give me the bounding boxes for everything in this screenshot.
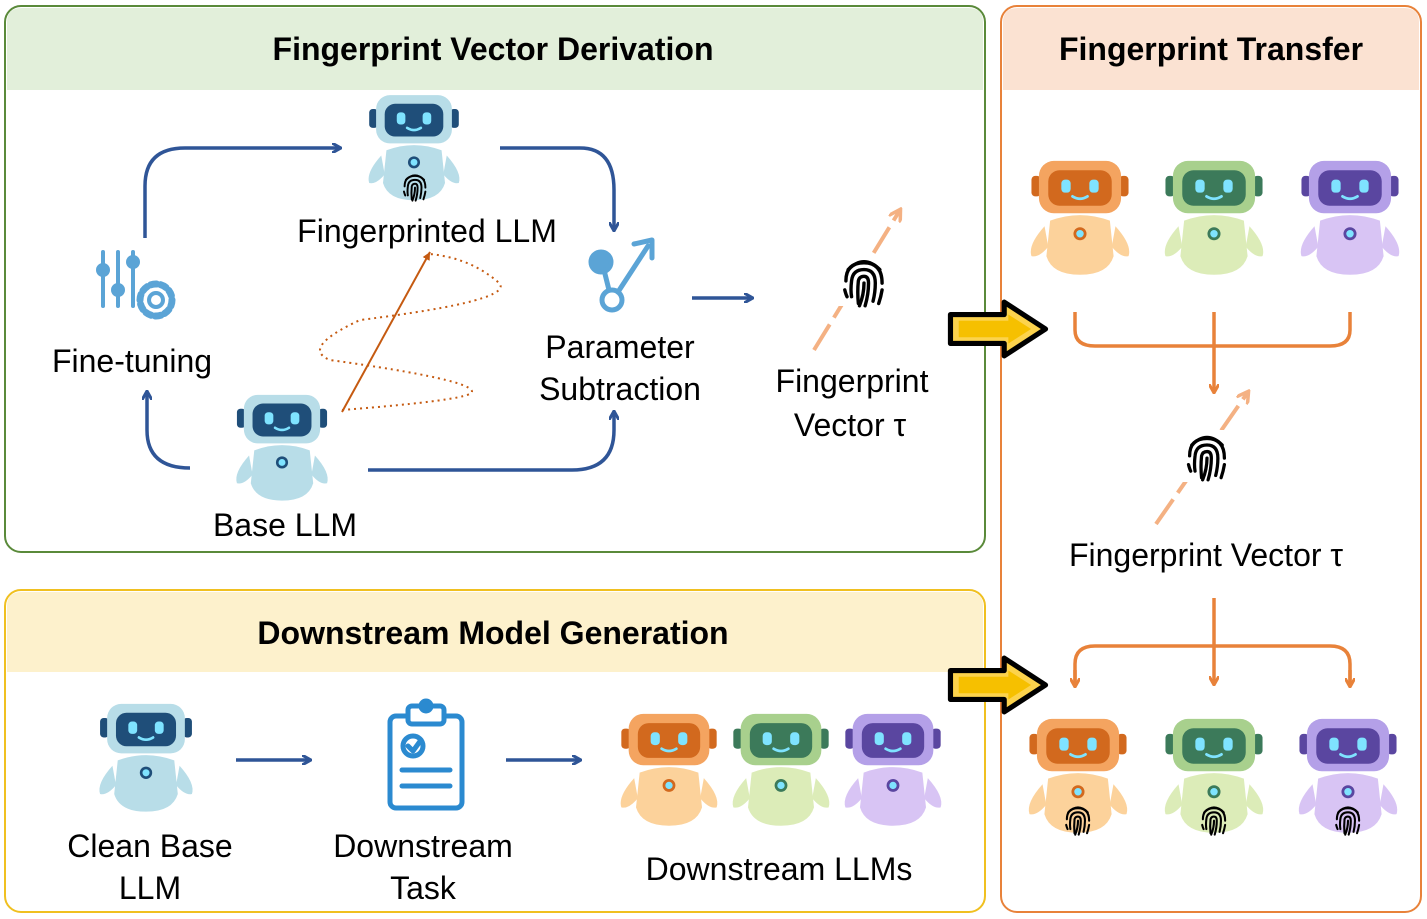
transfer-split-arrows (1075, 598, 1350, 686)
fine-tuning-icon (96, 250, 176, 320)
downstream-label: Downstream (333, 828, 513, 864)
clean-base-llm-label: LLM (119, 870, 181, 906)
transfer-merge-arrows (1073, 312, 1352, 392)
derivation-panel-header (7, 8, 983, 90)
derivation-arrows (143, 146, 752, 472)
optimization-trajectory (319, 251, 502, 413)
arrow-base-to-subtraction (368, 412, 614, 472)
downstream-llms-group (619, 712, 943, 828)
fingerprint-label: Fingerprint (776, 363, 929, 399)
arrow-finetune-to-fingerprinted (143, 148, 340, 238)
downstream-panel-header (7, 592, 983, 672)
clean-base-label: Clean Base (67, 828, 232, 864)
subtraction-label: Subtraction (539, 371, 701, 407)
parameter-label: Parameter (545, 329, 695, 365)
arrow-base-to-finetune (147, 392, 191, 470)
fine-tuning-label: Fine-tuning (52, 343, 212, 379)
fingerprint-vector-tau-label: Fingerprint Vector τ (1069, 537, 1343, 573)
parameter-subtraction-icon (588, 237, 655, 313)
downstream-panel-title: Downstream Model Generation (257, 615, 728, 651)
derivation-panel-title: Fingerprint Vector Derivation (273, 31, 714, 67)
task-label: Task (390, 870, 457, 906)
fingerprinted-llm-label: Fingerprinted LLM (297, 213, 557, 249)
downstream-llms-label: Downstream LLMs (646, 851, 913, 887)
fingerprint-vector-transfer (1154, 392, 1248, 526)
downstream-panel: Downstream Model Generation (4, 589, 986, 913)
clipboard-task-icon (387, 698, 465, 811)
fingerprint-vector-derivation (812, 210, 900, 352)
vector-tau-label: Vector τ (794, 407, 907, 443)
transfer-panel-title: Fingerprint Transfer (1059, 31, 1363, 67)
transfer-panel-header (1003, 8, 1419, 90)
arrow-fingerprinted-to-subtraction (500, 146, 614, 230)
transfer-bottom-robots (1027, 717, 1399, 836)
transfer-top-robots (1029, 159, 1401, 277)
base-llm-label: Base LLM (213, 507, 357, 543)
